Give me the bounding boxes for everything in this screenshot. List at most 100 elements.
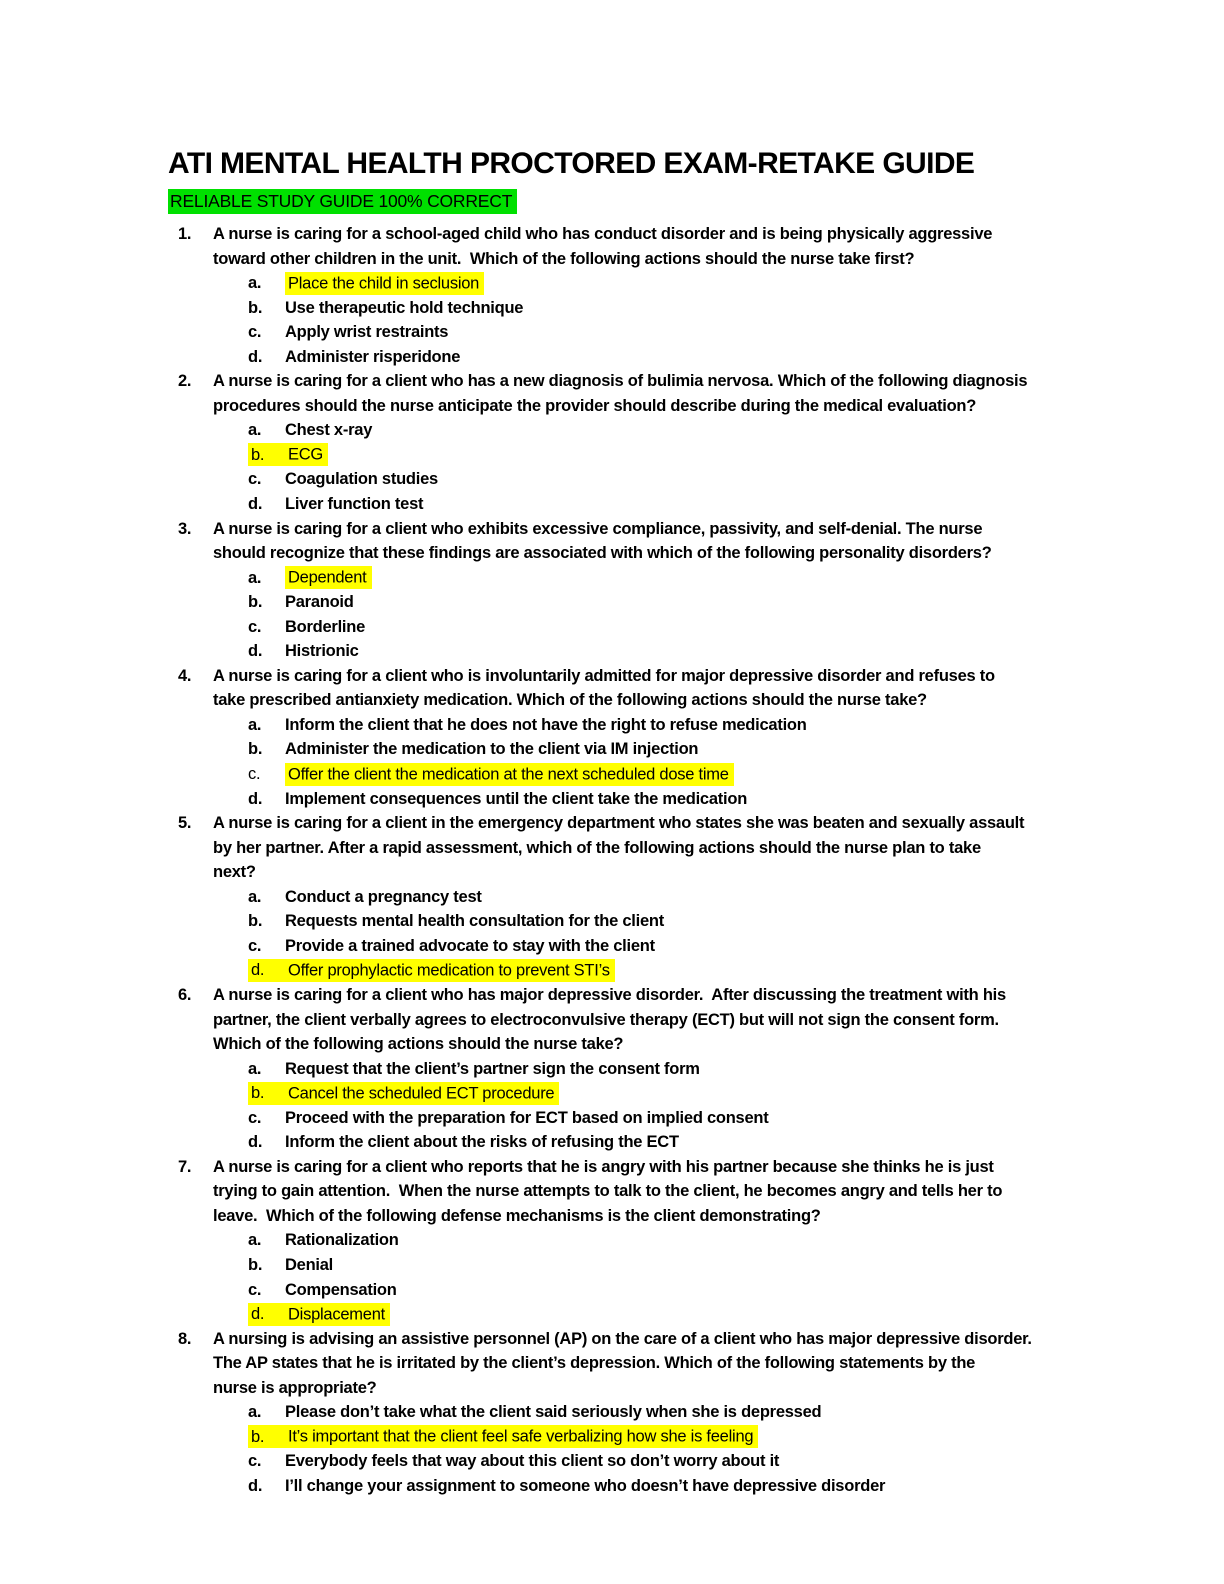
answer-option: a. Conduct a pregnancy test [168,885,1104,910]
option-letter: c. [248,617,262,636]
subtitle-highlight: RELIABLE STUDY GUIDE 100% CORRECT [168,189,518,214]
question-number: 2. [178,372,192,391]
answer-option: b. Paranoid [168,590,1104,615]
option-text: Chest x-ray [285,421,373,440]
answer-highlight: b. ECG [248,443,329,467]
subtitle-row: RELIABLE STUDY GUIDE 100% CORRECT [168,189,1104,214]
option-text: Cancel the scheduled ECT procedure [288,1084,555,1103]
option-text: Paranoid [285,593,354,612]
option-text: Liver function test [285,495,424,514]
option-letter: b. [248,1255,263,1274]
option-text: Request that the client’s partner sign t… [285,1059,700,1078]
option-text: Requests mental health consultation for … [285,912,664,931]
option-text: Denial [285,1255,334,1274]
option-text: Displacement [288,1305,385,1324]
answer-option: b.Administer the medication to the clien… [168,737,1104,762]
option-letter: b. [251,445,265,464]
option-text: Dependent [285,566,372,590]
question-text: A nurse is caring for a client in the em… [213,814,1025,882]
question-item: 1. A nurse is caring for a school-aged c… [168,222,1104,369]
answer-option: d. Inform the client about the risks of r… [168,1130,1104,1155]
option-text: Implement consequences until the client … [285,789,748,808]
question-number: 7. [178,1157,192,1176]
option-letter: d. [251,1305,265,1324]
option-letter: a. [248,1059,262,1078]
page-title: ATI MENTAL HEALTH PROCTORED EXAM-RETAKE … [168,147,975,180]
question-item: 8. A nursing is advising an assistive pe… [168,1327,1104,1499]
option-letter: c. [248,765,261,784]
answer-option: b.Cancel the scheduled ECT procedure [168,1081,1104,1106]
question-list: 1. A nurse is caring for a school-aged c… [168,222,1104,1498]
answer-option: d. Displacement [168,1302,1104,1327]
option-letter: d. [248,347,263,366]
option-text: Conduct a pregnancy test [285,887,482,906]
option-list: a.Inform the client that he does not hav… [168,713,1104,811]
option-text: Histrionic [285,642,359,661]
option-letter: a. [248,274,262,293]
answer-option: b. It’s important that the client feel sa… [168,1425,1104,1450]
answer-highlight: d.Offer prophylactic medication to preve… [248,958,615,982]
answer-option: b. Denial [168,1253,1104,1278]
option-text: ECG [288,445,324,464]
answer-option: b. ECG [168,443,1104,468]
option-text: Place the child in seclusion [285,271,485,295]
answer-highlight: b. It’s important that the client feel sa… [248,1425,759,1449]
option-letter: d. [248,1133,263,1152]
answer-option: c.Apply wrist restraints [168,320,1104,345]
option-letter: b. [248,593,263,612]
answer-option: a.Inform the client that he does not hav… [168,713,1104,738]
option-text: Provide a trained advocate to stay with … [285,936,655,955]
option-text: It’s important that the client feel safe… [288,1427,754,1446]
answer-option: d.I’ll change your assignment to someone… [168,1474,1104,1499]
option-letter: a. [248,887,262,906]
option-text: Please don’t take what the client said s… [285,1403,822,1422]
answer-option: d. Implement consequences until the clien… [168,787,1104,812]
question-number: 8. [178,1329,192,1348]
option-list: a. Dependent b. Paranoid c. Borderline d.Hi… [168,566,1104,664]
answer-option: c. Proceed with the preparation for ECT b… [168,1106,1104,1131]
question-text: A nursing is advising an assistive perso… [213,1329,1032,1397]
option-text: Proceed with the preparation for ECT bas… [285,1108,769,1127]
question-item: 6. A nurse is caring for a client who ha… [168,983,1104,1155]
answer-option: d.Liver function test [168,492,1104,517]
option-letter: b. [248,740,263,759]
answer-option: a. Dependent [168,566,1104,591]
option-text: Coagulation studies [285,470,438,489]
question-text: A nurse is caring for a client who has a… [213,372,1028,415]
option-list: a. Please don’t take what the client said… [168,1400,1104,1498]
question-text: A nurse is caring for a school-aged chil… [213,225,993,268]
option-text: I’ll change your assignment to someone w… [285,1476,886,1495]
question-item: 5. A nurse is caring for a client in the… [168,811,1104,983]
option-list: a. Place the child in seclusion b.Use the… [168,271,1104,369]
option-text: Borderline [285,617,366,636]
question-item: 3. A nurse is caring for a client who ex… [168,517,1104,664]
option-text: Apply wrist restraints [285,323,449,342]
option-letter: a. [248,1231,262,1250]
option-text: Compensation [285,1280,397,1299]
option-letter: a. [248,421,262,440]
answer-option: d.Histrionic [168,639,1104,664]
answer-highlight: d. Displacement [248,1302,390,1326]
option-letter: c. [248,470,262,489]
question-text: A nurse is caring for a client who exhib… [213,519,992,563]
option-letter: a. [248,568,262,587]
option-letter: c. [248,1452,262,1471]
question-item: 2. A nurse is caring for a client who ha… [168,369,1104,516]
option-list: a. Chest x-ray b. ECG c. Coagulation studie… [168,418,1104,516]
answer-option: c. Coagulation studies [168,467,1104,492]
question-number: 3. [178,519,192,538]
answer-option: c.Everybody feels that way about this cl… [168,1449,1104,1474]
option-letter: a. [248,1403,262,1422]
option-letter: d. [248,789,263,808]
option-text: Offer the client the medication at the n… [285,762,734,786]
option-letter: c. [248,936,262,955]
option-text: Inform the client about the risks of ref… [285,1133,679,1152]
answer-option: c. Borderline [168,615,1104,640]
option-letter: b. [251,1427,265,1446]
option-text: Offer prophylactic medication to prevent… [288,961,610,980]
option-letter: c. [248,1108,262,1127]
option-letter: b. [248,298,263,317]
answer-option: c. Provide a trained advocate to stay wit… [168,934,1104,959]
answer-option: b.Use therapeutic hold technique [168,296,1104,321]
